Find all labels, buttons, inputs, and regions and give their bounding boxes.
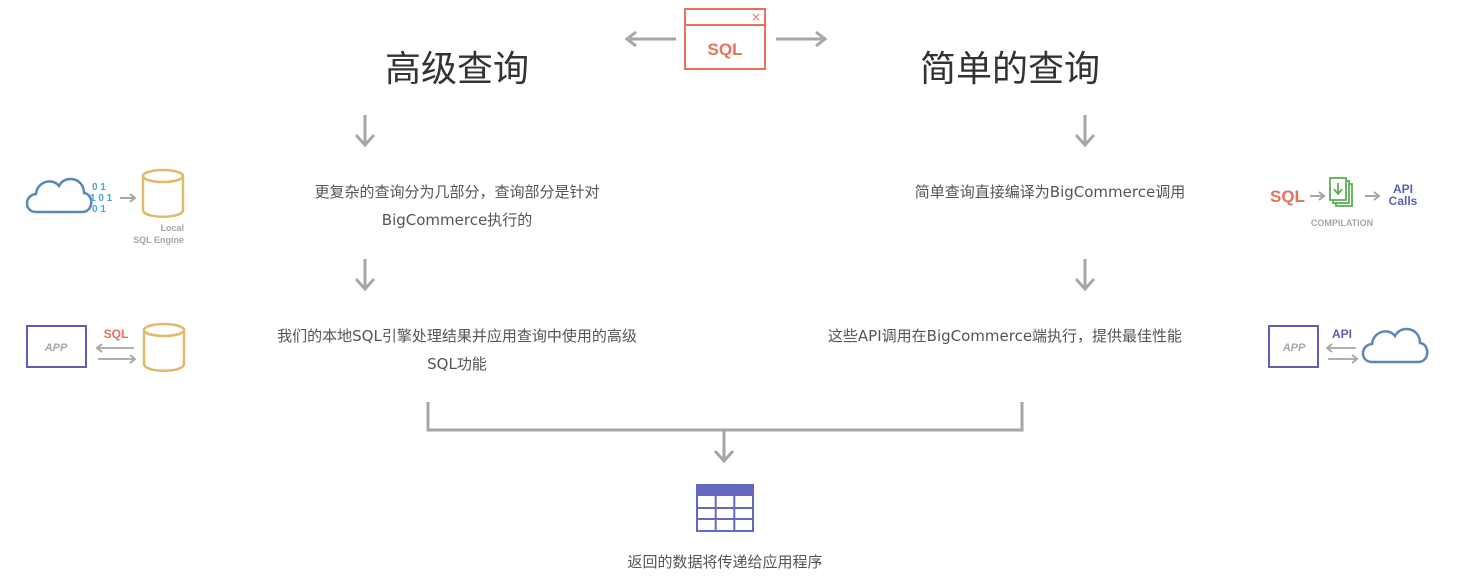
advanced-query-step2-text: 我们的本地SQL引擎处理结果并应用查询中使用的高级 SQL功能 [250, 322, 664, 378]
engine-label-2: SQL Engine [133, 235, 184, 245]
binary-line-2: 1 0 1 [90, 193, 113, 204]
app-box-icon: APP [1268, 325, 1319, 368]
simple-query-step2-text: 这些API调用在BigCommerce端执行，提供最佳性能 [827, 327, 1183, 345]
engine-label-1: Local [160, 223, 184, 233]
compilation-caption: COMPILATION [1311, 218, 1373, 228]
sql-window-icon: × SQL [684, 8, 766, 70]
api-calls-label-2: Calls [1389, 194, 1418, 208]
compile-sql-label: SQL [1270, 187, 1305, 206]
simple-query-title: 简单的查询 [919, 49, 1100, 90]
app-api-cloud-icon: APP API [1268, 325, 1429, 368]
app-label: APP [1282, 342, 1306, 354]
step1-line2: BigCommerce执行的 [381, 211, 533, 229]
window-close-glyph: × [751, 10, 761, 24]
database-icon [142, 322, 186, 372]
sql-window-label: SQL [708, 40, 743, 59]
arrow-left-icon [624, 30, 676, 48]
step2-line2: SQL功能 [427, 355, 487, 373]
compilation-icon: SQL API Calls COMPILATION [1270, 177, 1418, 228]
returned-data-caption: 返回的数据将传递给应用程序 [627, 553, 823, 571]
cloud-icon [1361, 327, 1429, 364]
arrow-right-icon [776, 30, 828, 48]
table-icon [696, 484, 754, 532]
arrow-right-icon [1310, 191, 1326, 201]
api-calls-label-1: API [1393, 182, 1413, 196]
binary-line-1: 0 1 [92, 182, 106, 193]
arrow-down-icon [354, 115, 376, 148]
api-label: API [1332, 327, 1352, 341]
step1-line1: 更复杂的查询分为几部分，查询部分是针对 [314, 183, 600, 201]
simple-query-step1-text: 简单查询直接编译为BigCommerce调用 [914, 183, 1186, 201]
arrow-right-icon [1365, 191, 1381, 201]
app-box-icon: APP [26, 325, 87, 368]
database-icon [141, 168, 185, 218]
bidirectional-arrow-icon [1325, 343, 1359, 364]
advanced-query-title: 高级查询 [384, 49, 529, 90]
bidirectional-arrow-icon [95, 343, 137, 364]
binary-line-3: 0 1 [92, 204, 106, 215]
step2-line1: 我们的本地SQL引擎处理结果并应用查询中使用的高级 [277, 327, 637, 345]
compile-document-icon [1329, 177, 1353, 207]
cloud-icon [25, 177, 93, 214]
advanced-query-step1-text: 更复杂的查询分为几部分，查询部分是针对 BigCommerce执行的 [250, 178, 664, 234]
merge-bracket-connector [426, 402, 1024, 464]
sql-label: SQL [104, 327, 129, 341]
arrow-down-icon [1074, 259, 1096, 292]
local-sql-engine-icon: 0 1 1 0 1 0 1 Local SQL Engine [25, 168, 185, 245]
arrow-down-icon [1074, 115, 1096, 148]
arrow-right-icon [120, 193, 137, 203]
arrow-down-icon [354, 259, 376, 292]
app-sql-db-icon: APP SQL [26, 322, 186, 372]
app-label: APP [44, 342, 68, 354]
